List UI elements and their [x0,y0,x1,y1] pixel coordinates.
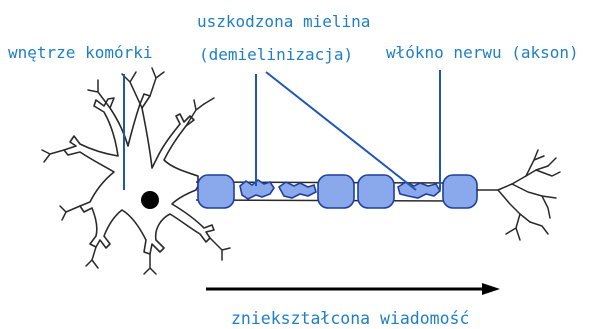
axon-terminal [477,150,560,240]
label-damaged-myelin-line1: uszkodzona mielina [197,12,370,31]
signal-direction-arrow [206,283,500,295]
myelin-segment-2 [318,175,354,208]
label-damaged-myelin-line2: (demielinizacja) [199,45,353,64]
myelin-segment-3 [358,175,394,208]
myelin-segment-4 [443,175,477,208]
nucleus [141,191,159,209]
damaged-myelin-3 [398,182,440,198]
myelin-segment-1 [198,175,234,208]
pointer-damaged-myelin-right [266,72,416,190]
label-cell-interior: wnętrze komórki [8,43,153,62]
label-nerve-fiber: włókno nerwu (akson) [386,43,579,62]
label-distorted-message: zniekształcona wiadomość [231,309,469,328]
damaged-myelin-2 [279,182,316,198]
